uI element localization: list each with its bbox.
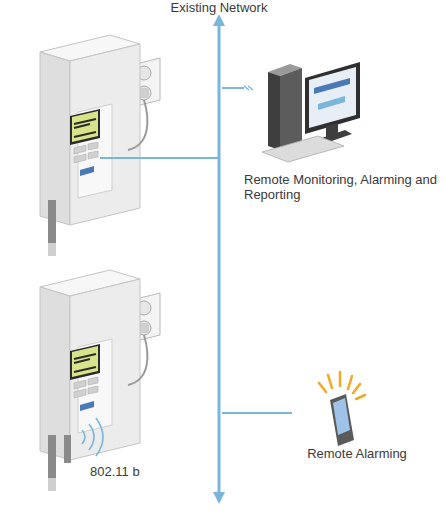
network-line: Existing Network — [216, 0, 222, 506]
phone-node: Remote Alarming — [292, 365, 422, 465]
node-label: Remote Monitoring, Alarming and Reportin… — [244, 172, 440, 202]
wireless-logger-node: 802.11 b — [40, 285, 210, 485]
computer-node: Remote Monitoring, Alarming and Reportin… — [244, 58, 440, 204]
node-label: 802.11 b — [90, 464, 140, 479]
node-label: Existing Network — [168, 0, 271, 15]
node-label: Remote Alarming — [292, 446, 422, 461]
network-link — [222, 87, 244, 89]
network-link — [222, 412, 292, 414]
